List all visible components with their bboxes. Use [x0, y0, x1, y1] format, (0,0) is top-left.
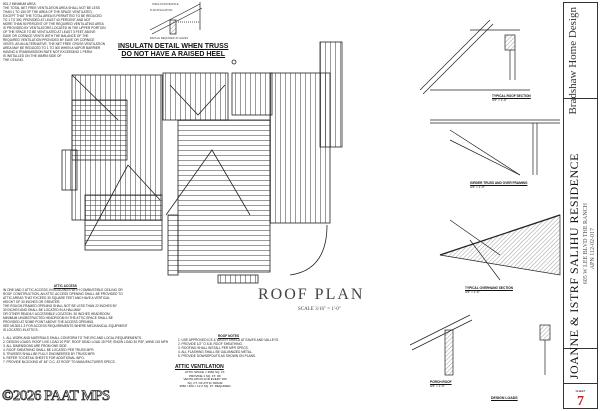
- note-line: ATTIC AREAS THAT EXCEED 30 SQUARE FEET A…: [3, 296, 110, 300]
- section-label-overhang: TYPICAL OVERHANG SECTION 3/4" = 1'-0": [465, 286, 513, 294]
- roof-area-center-main: [177, 119, 271, 273]
- roof-plan-title: ROOF PLAN: [258, 286, 365, 303]
- note-line: 1. USE APPROVED ICE & WATER SHIELD AT EA…: [178, 338, 280, 342]
- attic-ventilation-title: ATTIC VENTILATION: [175, 364, 224, 370]
- note-line: THE TOTAL NET FREE VENTILATION AREA SHAL…: [3, 6, 101, 10]
- note-line: 5. TRUSSES SHALL BE FULLY ENGINEERED BY …: [3, 352, 96, 356]
- note-line: PROVIDED AT SOME POINT ABOVE THE ACCESS …: [3, 320, 95, 324]
- note-line: 30 INCHES AND SHALL BE LOCATED IN A HALL…: [3, 308, 81, 312]
- title-block: Bradshaw Home Design JOANNE & ISTRF SALI…: [563, 2, 598, 409]
- roof-area-center-gable: [162, 72, 229, 121]
- general-notes: 1. ALL WORK AND MATERIALS SHALL CONFORM …: [3, 336, 168, 364]
- note-line: IS INSTALLED ON THE WARM SIDE OF: [3, 54, 62, 58]
- note-line: THE CEILING.: [3, 58, 24, 62]
- note-line: OR OTHER READILY ACCESSIBLE LOCATION. 30…: [3, 312, 110, 316]
- ventilation-notes: 801.2 MINIMUM AREA THE TOTAL NET FREE VE…: [3, 2, 106, 62]
- section-scale: 3/4" = 1'-0": [470, 185, 485, 189]
- note-line: 3. ROOFING SHALL INSTALL PER MFR SPECS.: [178, 346, 249, 350]
- note-line: 6. REFER TO DETAIL SHEETS FOR ADDITIONAL…: [3, 356, 85, 360]
- note-line: THE ROUGH-FRAMED OPENING SHALL NOT BE LE…: [3, 304, 117, 308]
- insulation-title-line: INSULATN DETAIL WHEN TRUSS: [118, 43, 229, 50]
- insulation-callout: R-38 INSULATION: [150, 9, 173, 12]
- roof-notes: ROOF NOTES 1. USE APPROVED ICE & WATER S…: [178, 334, 279, 358]
- section-label-girder-truss: GIRDER TRUSS AND OVER FRAMING 3/4" = 1'-…: [470, 181, 527, 189]
- section-label-typical-roof: TYPICAL ROOF SECTION 3/4" = 1'-0": [492, 94, 531, 102]
- note-line: AREA MAY BE REDUCED TO 1 TO 300 WHEN A V…: [3, 46, 101, 50]
- insulation-detail-sketch: [149, 2, 203, 35]
- section-scale: 3/4" = 1'-0": [492, 98, 507, 102]
- roof-area-far-right: [319, 41, 343, 148]
- section-title: TYPICAL ROOF SECTION: [492, 94, 531, 98]
- roof-plan-scale: SCALE 3/16" = 1'-0": [298, 307, 341, 312]
- note-line: 1. ALL WORK AND MATERIALS SHALL CONFORM …: [3, 336, 142, 340]
- note-line: OF THE SPACE TO BE VENTILATED AT LEAST 3…: [3, 30, 96, 34]
- note-line: 2. DESIGN LOADS: ROOF LIVE LOAD 20 PSF, …: [3, 340, 169, 344]
- note-line: VENTS. AS AN ALTERNATIVE, THE NET FREE C…: [3, 42, 106, 46]
- note-line: EXCEPT THAT THE TOTAL AREA IS PERMITTED …: [3, 14, 102, 18]
- insulation-callout: INSULATION BAFFLE: [152, 3, 179, 6]
- section-title: GIRDER TRUSS AND OVER FRAMING: [470, 181, 528, 185]
- attic-access-title: ATTIC ACCESS: [53, 284, 77, 288]
- attic-access-notes: ATTIC ACCESS IN ONE AND 2 ATTIC ACCESS, …: [3, 284, 128, 332]
- note-line: HAVING A TRANSMISSION RATE NOT EXCEEDING…: [3, 50, 92, 54]
- note-line: SEE M1305.1.3 FOR ACCESS REQUIREMENTS WH…: [3, 324, 128, 328]
- insulation-title-line: DO NOT HAVE A RAISED HEEL: [121, 50, 226, 58]
- section-title: PORCH ROOF: [430, 380, 452, 384]
- detail-sections: [409, 19, 561, 376]
- note-line: IS LOCATED IN ATTICS.: [3, 328, 39, 332]
- insulation-detail-title: INSULATN DETAIL WHEN TRUSS DO NOT HAVE A…: [118, 43, 228, 58]
- note-line: REQUIRED VENTILATION PROVIDED BY EAVE OR…: [3, 38, 95, 42]
- note-line: HEIGHT OF 30 INCHES OR GREATER.: [3, 300, 61, 304]
- designer-logo: Bradshaw Home Design: [567, 7, 579, 115]
- note-line: 801.2 MINIMUM AREA: [3, 2, 36, 6]
- section-label-porch-roof: PORCH ROOF 3/4" = 1'-0": [430, 380, 452, 388]
- copyright-watermark: ©2026 PAAT MPS: [2, 388, 111, 405]
- note-line: 5. PROVIDE DOWNSPOUTS AS SHOWN ON PLANS.: [178, 354, 256, 358]
- section-scale: 3/4" = 1'-0": [465, 290, 480, 294]
- section-title: TYPICAL OVERHANG SECTION: [465, 286, 513, 290]
- note-line: IN ONE AND 2 ATTIC ACCESS, IN BUILDINGS …: [3, 288, 123, 292]
- note-line: VENTILATION FOR EVERY 300: [183, 377, 227, 382]
- note-line: 7. PROVIDE BLOCKING AT 48" O.C. AT ROOF …: [3, 360, 116, 364]
- project-apn: APN 112-02-017: [590, 228, 596, 270]
- note-line: ROOF CONSTRUCTION, AN ATTIC ACCESS OPENI…: [3, 292, 123, 296]
- note-line: SQ. FT. OF ATTIC SPACE: [187, 380, 223, 385]
- sheet-number: 7: [577, 394, 584, 409]
- note-line: 4. ROOF SHEATHING SHALL BE LOCATED PER T…: [3, 348, 95, 352]
- attic-ventilation-notes: ATTIC SPACE = 3660 SQ. FT. PROVIDE 1 SQ.…: [172, 370, 238, 389]
- insulation-callout: BAFFLE REQUIRED AT EAVES: [150, 37, 189, 40]
- note-line: 2. PROVIDE 1/2" O.S.B. ROOF SHEATHING.: [178, 342, 243, 346]
- roof-notes-title: ROOF NOTES: [218, 334, 240, 338]
- section-scale: 3/4" = 1'-0": [430, 384, 445, 388]
- note-line: ATTIC SPACE = 3660 SQ. FT.: [184, 370, 226, 374]
- note-line: IS PROVIDED BY VENTILATORS LOCATED IN TH…: [3, 26, 106, 30]
- note-line: MINIMUM UNOBSTRUCTED HEADROOM IN THE ATT…: [3, 316, 113, 320]
- note-line: EAVE OR CORNICE VENTS WITH THE BALANCE O…: [3, 34, 89, 38]
- note-line: MORE THAN 50 PERCENT OF THE REQUIRED VEN…: [3, 22, 104, 26]
- note-line: 3. ALL DIMENSIONS ARE FROM ONE SIDE.: [3, 344, 68, 348]
- sheet-label: SHEET: [575, 389, 586, 393]
- note-line: 3660 / 300 = 12.2 SQ. FT. REQUIRED: [179, 384, 231, 389]
- project-address: 605 W LEE BLVD THE RANCH: [583, 203, 589, 285]
- note-line: THAN 1 TO 150 OF THE AREA OF THE SPACE V…: [3, 10, 93, 14]
- note-line: TO 1 TO 300, PROVIDED AT LEAST 40 PERCEN…: [3, 18, 91, 22]
- note-line: PROVIDE 1 SQ. FT. OF: [188, 373, 221, 378]
- design-loads-label: DESIGN LOADS: [491, 396, 518, 400]
- roof-area-lower-left: [84, 194, 163, 251]
- note-line: 4. ALL FLASHING SHALL BE GALVANIZED META…: [178, 350, 253, 354]
- client-name: JOANNE & ISTRF SALIHU RESIDENCE: [567, 153, 581, 380]
